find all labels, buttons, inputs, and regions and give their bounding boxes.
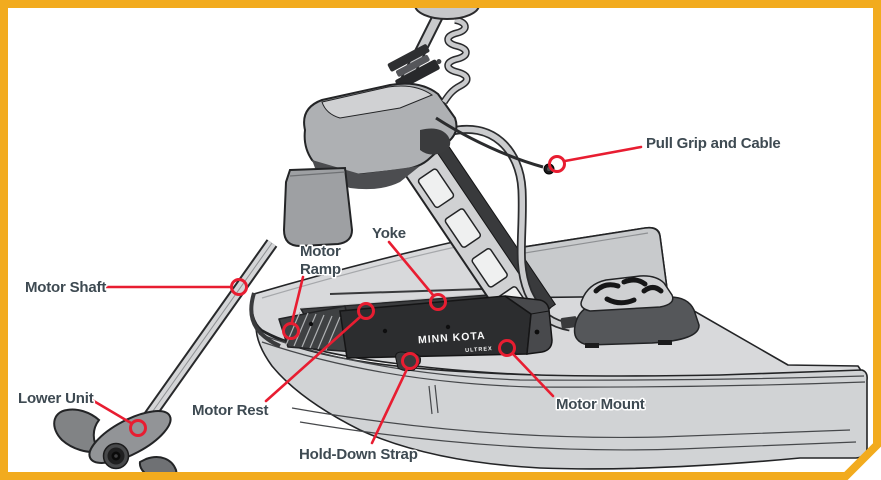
leader-line	[370, 367, 409, 445]
motor-ramp-graphic	[278, 305, 356, 353]
deck-inner-line	[261, 245, 461, 299]
callout-yoke: Yoke	[371, 224, 447, 311]
callout-ring	[357, 302, 375, 320]
pedal-cable-connector	[560, 316, 578, 329]
rub-rail-seam	[258, 333, 865, 381]
part-label: Yoke	[372, 225, 406, 242]
callout-ring	[401, 352, 419, 370]
brand-logo: MINN KOTA	[418, 330, 486, 347]
leader-line	[511, 352, 555, 398]
bracket-edge	[530, 310, 550, 315]
leader-line	[264, 315, 362, 403]
leader-line	[90, 398, 133, 425]
side-plate: MINN KOTA ULTREX	[339, 295, 532, 359]
callout-ring	[230, 278, 248, 296]
callout-motor-shaft: Motor Shaft	[24, 278, 248, 298]
cable-anchor	[420, 128, 451, 155]
callout-ring	[282, 322, 300, 340]
bracket-bolt	[534, 329, 540, 335]
head-nose-housing	[282, 166, 354, 248]
callouts: Pull Grip and Cable Motor Shaft Motor Ra…	[17, 134, 783, 465]
motor-shaft-graphic	[142, 239, 278, 422]
pedal-pad	[585, 343, 599, 348]
control-head	[282, 82, 458, 248]
callout-ring	[498, 339, 516, 357]
rail-highlight	[300, 291, 513, 309]
foot-pedal	[560, 275, 700, 348]
part-label: Hold-Down Strap	[299, 446, 418, 463]
shaft-seam	[147, 242, 273, 419]
chine-seam	[299, 421, 857, 451]
plate-bolt	[382, 328, 388, 334]
coil-cord	[440, 16, 471, 105]
part-label: Pull Grip and Cable	[646, 135, 781, 152]
leader-line	[387, 240, 435, 297]
brand-model-logo: ULTREX	[465, 346, 493, 354]
part-label: Ramp	[300, 261, 341, 278]
callout-ring	[429, 293, 447, 311]
part-label: Motor Mount	[556, 396, 645, 413]
ramp-ribs	[285, 311, 341, 351]
nose-facet-line	[289, 171, 346, 177]
lower-unit-graphic	[53, 408, 178, 480]
callout-motor-rest: Motor Rest	[191, 302, 375, 421]
pedal-pad	[658, 340, 672, 345]
callout-pull-grip-and-cable: Pull Grip and Cable	[548, 134, 782, 173]
plate-bolt	[445, 324, 451, 330]
leader-line	[563, 145, 643, 163]
callout-motor-mount: Motor Mount	[498, 339, 647, 415]
motor-mount-graphic	[504, 295, 553, 355]
hull-joint-seam	[428, 384, 439, 415]
bow-rub-rail	[249, 292, 281, 348]
callout-motor-ramp: Motor Ramp	[282, 242, 343, 340]
part-label: Motor	[300, 243, 341, 260]
collar-stack	[387, 44, 442, 90]
callout-ring	[129, 419, 147, 437]
head-top-facet	[321, 85, 434, 119]
part-label: Motor Rest	[192, 402, 269, 419]
ramp-bolt	[308, 321, 314, 327]
prop-hub-dot	[114, 454, 118, 458]
mount-bracket	[504, 295, 553, 355]
coil-core	[442, 17, 469, 104]
chine-seam	[291, 407, 851, 439]
leader-line	[290, 275, 305, 324]
part-label: Lower Unit	[18, 390, 94, 407]
rub-rail-seam	[261, 341, 866, 388]
pedal-grip-pattern	[593, 277, 664, 306]
depth-collar	[387, 13, 444, 95]
callout-hold-down-strap: Hold-Down Strap	[298, 352, 419, 465]
part-label: Motor Shaft	[25, 279, 106, 296]
pull-cable	[435, 116, 544, 169]
callout-lower-unit: Lower Unit	[17, 389, 147, 437]
callout-ring	[548, 155, 566, 173]
